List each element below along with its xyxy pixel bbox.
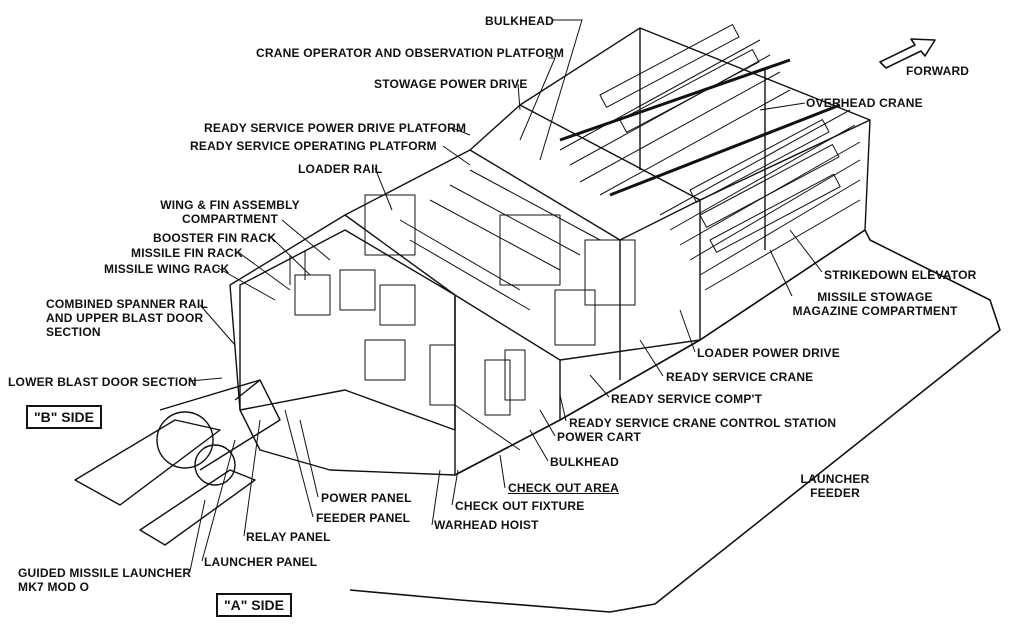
label-launcher-feeder-line1: LAUNCHER bbox=[800, 472, 870, 486]
label-guided-missile-launcher-line1: GUIDED MISSILE LAUNCHER bbox=[18, 566, 192, 580]
label-power-cart: POWER CART bbox=[557, 430, 641, 444]
label-launcher-feeder: LAUNCHER FEEDER bbox=[790, 472, 880, 500]
label-missile-wing-rack: MISSILE WING RACK bbox=[104, 262, 230, 276]
label-wing-fin-assembly-line2: COMPARTMENT bbox=[182, 212, 278, 226]
label-missile-stowage: MISSILE STOWAGE MAGAZINE COMPARTMENT bbox=[775, 290, 975, 318]
label-launcher-panel: LAUNCHER PANEL bbox=[204, 555, 318, 569]
label-ready-service-crane-control: READY SERVICE CRANE CONTROL STATION bbox=[569, 416, 837, 430]
label-lower-blast-door: LOWER BLAST DOOR SECTION bbox=[8, 375, 197, 389]
label-forward: FORWARD bbox=[906, 64, 970, 78]
label-guided-missile-launcher: GUIDED MISSILE LAUNCHER MK7 MOD O bbox=[18, 566, 191, 594]
label-warhead-hoist: WARHEAD HOIST bbox=[434, 518, 539, 532]
label-crane-operator-platform: CRANE OPERATOR AND OBSERVATION PLATFORM bbox=[256, 46, 565, 60]
label-booster-fin-rack: BOOSTER FIN RACK bbox=[153, 231, 277, 245]
label-guided-missile-launcher-line2: MK7 MOD O bbox=[18, 580, 90, 594]
label-stowage-power-drive: STOWAGE POWER DRIVE bbox=[374, 77, 528, 91]
label-wing-fin-assembly: WING & FIN ASSEMBLY COMPARTMENT bbox=[155, 198, 305, 226]
hull-outline bbox=[229, 27, 871, 476]
label-launcher-feeder-line2: FEEDER bbox=[810, 486, 860, 500]
label-loader-rail: LOADER RAIL bbox=[298, 162, 383, 176]
label-overhead-crane: OVERHEAD CRANE bbox=[806, 96, 923, 110]
label-relay-panel: RELAY PANEL bbox=[246, 530, 331, 544]
label-combined-spanner-line1: COMBINED SPANNER RAIL bbox=[46, 297, 208, 311]
label-combined-spanner-line3: SECTION bbox=[46, 325, 101, 339]
label-check-out-fixture: CHECK OUT FIXTURE bbox=[455, 499, 585, 513]
label-ready-service-power-drive-platform: READY SERVICE POWER DRIVE PLATFORM bbox=[204, 121, 467, 135]
label-power-panel: POWER PANEL bbox=[321, 491, 412, 505]
label-ready-service-compt: READY SERVICE COMP'T bbox=[611, 392, 763, 406]
label-bulkhead-top: BULKHEAD bbox=[485, 14, 554, 28]
label-check-out-area: CHECK OUT AREA bbox=[508, 481, 620, 495]
label-missile-stowage-line1: MISSILE STOWAGE bbox=[817, 290, 933, 304]
label-wing-fin-assembly-line1: WING & FIN ASSEMBLY bbox=[160, 198, 300, 212]
label-combined-spanner-line2: AND UPPER BLAST DOOR bbox=[46, 311, 204, 325]
label-feeder-panel: FEEDER PANEL bbox=[316, 511, 411, 525]
forward-arrow bbox=[879, 38, 936, 69]
label-combined-spanner-rail: COMBINED SPANNER RAIL AND UPPER BLAST DO… bbox=[46, 297, 208, 339]
label-bulkhead-bottom: BULKHEAD bbox=[550, 455, 619, 469]
label-loader-power-drive: LOADER POWER DRIVE bbox=[697, 346, 840, 360]
label-b-side: "B" SIDE bbox=[26, 405, 102, 429]
label-ready-service-crane: READY SERVICE CRANE bbox=[666, 370, 814, 384]
label-ready-service-operating-platform: READY SERVICE OPERATING PLATFORM bbox=[190, 139, 437, 153]
label-strikedown-elevator: STRIKEDOWN ELEVATOR bbox=[824, 268, 977, 282]
label-a-side: "A" SIDE bbox=[216, 593, 292, 617]
label-missile-fin-rack: MISSILE FIN RACK bbox=[131, 246, 243, 260]
label-missile-stowage-line2: MAGAZINE COMPARTMENT bbox=[792, 304, 958, 318]
